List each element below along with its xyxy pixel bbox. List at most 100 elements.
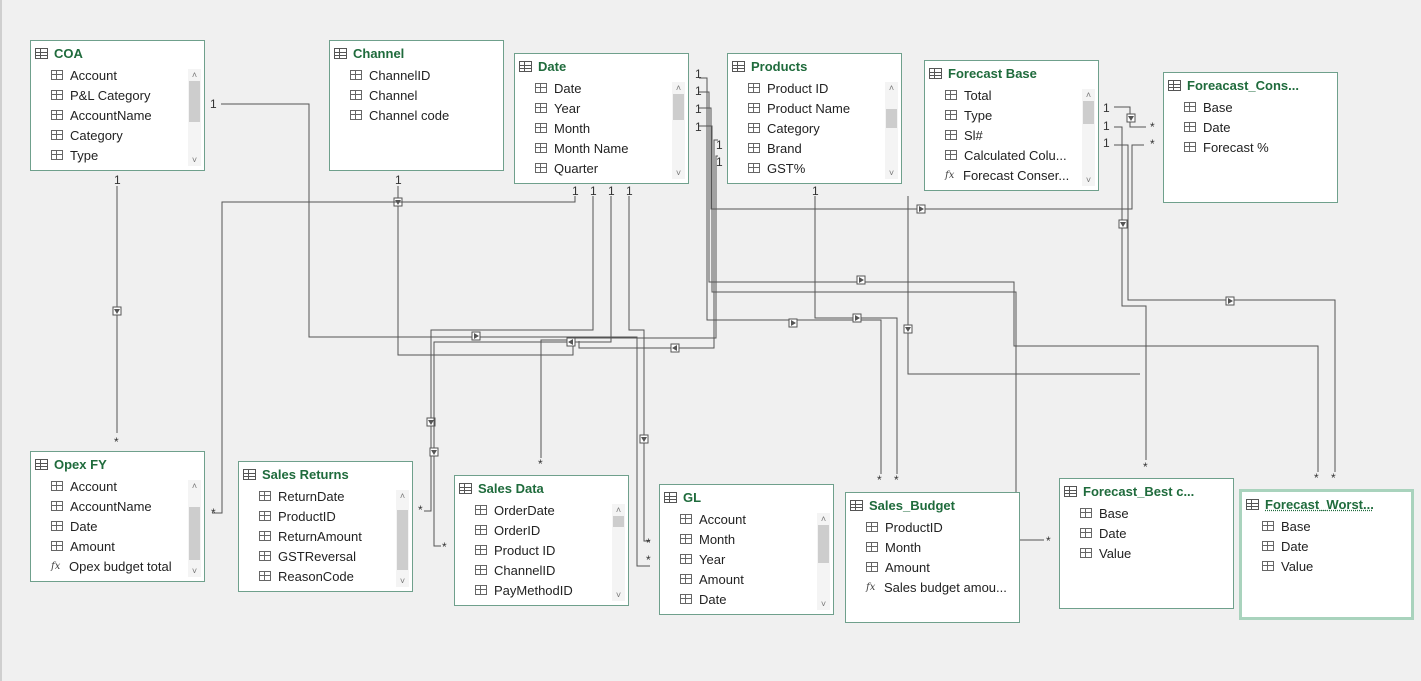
column-row[interactable]: Date — [1242, 536, 1411, 556]
column-row[interactable]: Month Name — [515, 138, 688, 158]
column-row[interactable]: Total — [925, 85, 1098, 105]
relationship-line[interactable] — [1114, 144, 1336, 472]
scrollbar[interactable]: ˄˅ — [1082, 89, 1095, 186]
relationship-line[interactable] — [424, 196, 594, 512]
column-row[interactable]: AccountName — [31, 105, 204, 125]
column-row[interactable]: Forecast % — [1164, 137, 1337, 157]
column-row[interactable]: OrderID — [455, 520, 628, 540]
column-row[interactable]: Channel code — [330, 105, 503, 125]
relationship-line[interactable] — [212, 196, 576, 514]
relationship-line[interactable] — [814, 196, 898, 474]
relationship-line[interactable] — [699, 77, 882, 474]
table-header[interactable]: Foreacast_Cons... — [1164, 73, 1337, 97]
column-row[interactable]: Category — [31, 125, 204, 145]
column-row[interactable]: Date — [1164, 117, 1337, 137]
scroll-thumb[interactable] — [397, 509, 408, 570]
column-row[interactable]: Month — [846, 537, 1019, 557]
scroll-thumb[interactable] — [1083, 101, 1094, 124]
table-header[interactable]: Channel — [330, 41, 503, 65]
scrollbar[interactable]: ˄˅ — [396, 490, 409, 587]
scrollbar[interactable]: ˄˅ — [817, 513, 830, 610]
scroll-up-icon[interactable]: ˄ — [399, 491, 406, 501]
column-row[interactable]: GST% — [728, 158, 901, 178]
column-row[interactable]: ReasonCode — [239, 566, 412, 586]
relationship-line[interactable] — [433, 196, 612, 547]
relationship-line[interactable] — [628, 196, 650, 542]
scroll-down-icon[interactable]: ˅ — [1085, 175, 1092, 185]
column-row[interactable]: P&L Category — [31, 85, 204, 105]
relationship-line[interactable] — [907, 196, 1140, 375]
scrollbar[interactable]: ˄˅ — [612, 504, 625, 601]
scroll-down-icon[interactable]: ˅ — [191, 155, 198, 165]
column-row[interactable]: ReturnAmount — [239, 526, 412, 546]
relationship-line[interactable] — [578, 139, 718, 349]
column-row[interactable]: Product Name — [728, 98, 901, 118]
scroll-thumb[interactable] — [886, 109, 897, 128]
column-row[interactable]: Brand — [728, 138, 901, 158]
column-row[interactable]: Account — [31, 65, 204, 85]
column-row[interactable]: Type — [31, 145, 204, 165]
scroll-down-icon[interactable]: ˅ — [888, 168, 895, 178]
scroll-down-icon[interactable]: ˅ — [399, 576, 406, 586]
column-row[interactable]: PayMethodID — [455, 580, 628, 600]
column-row[interactable]: Date — [660, 589, 833, 609]
scroll-down-icon[interactable]: ˅ — [615, 590, 622, 600]
column-row[interactable]: Value — [1060, 543, 1233, 563]
scrollbar[interactable]: ˄˅ — [188, 69, 201, 166]
column-row[interactable]: AccountName — [31, 496, 204, 516]
table-header[interactable]: Date — [515, 54, 688, 78]
column-row[interactable]: Month — [515, 118, 688, 138]
scroll-thumb[interactable] — [613, 516, 624, 528]
table-header[interactable]: Sales Data — [455, 476, 628, 500]
scrollbar[interactable]: ˄˅ — [672, 82, 685, 179]
column-row[interactable]: Category — [728, 118, 901, 138]
scroll-up-icon[interactable]: ˄ — [191, 70, 198, 80]
column-row[interactable]: ChannelID — [455, 560, 628, 580]
column-row[interactable]: Base — [1060, 503, 1233, 523]
column-row[interactable]: ProductID — [239, 506, 412, 526]
scroll-up-icon[interactable]: ˄ — [615, 505, 622, 515]
column-row[interactable]: ChannelID — [330, 65, 503, 85]
table-header[interactable]: Opex FY — [31, 452, 204, 476]
table-header[interactable]: Sales_Budget — [846, 493, 1019, 517]
table-header[interactable]: Forecast_Worst... — [1242, 492, 1411, 516]
table-header[interactable]: Forecast_Best c... — [1060, 479, 1233, 503]
column-row[interactable]: Year — [515, 98, 688, 118]
scroll-up-icon[interactable]: ˄ — [820, 514, 827, 524]
column-row[interactable]: GSTReversal — [239, 546, 412, 566]
relationship-line[interactable] — [1114, 126, 1147, 460]
scroll-thumb[interactable] — [189, 507, 200, 560]
column-row[interactable]: Base — [1164, 97, 1337, 117]
relationship-line[interactable] — [568, 155, 718, 339]
scroll-thumb[interactable] — [673, 94, 684, 121]
scroll-up-icon[interactable]: ˄ — [191, 481, 198, 491]
column-row[interactable]: Amount — [846, 557, 1019, 577]
column-row[interactable]: OrderDate — [455, 500, 628, 520]
relationship-line[interactable] — [397, 186, 574, 458]
column-row[interactable]: Account — [660, 509, 833, 529]
column-row[interactable]: Type — [925, 105, 1098, 125]
table-header[interactable]: Products — [728, 54, 901, 78]
column-row[interactable]: Month — [660, 529, 833, 549]
table-header[interactable]: Sales Returns — [239, 462, 412, 486]
relationship-line[interactable] — [699, 91, 1319, 472]
relationship-line[interactable] — [699, 125, 1044, 541]
column-row[interactable]: Sl# — [925, 125, 1098, 145]
column-row[interactable]: Channel — [330, 85, 503, 105]
scrollbar[interactable]: ˄˅ — [885, 82, 898, 179]
scroll-down-icon[interactable]: ˅ — [820, 599, 827, 609]
